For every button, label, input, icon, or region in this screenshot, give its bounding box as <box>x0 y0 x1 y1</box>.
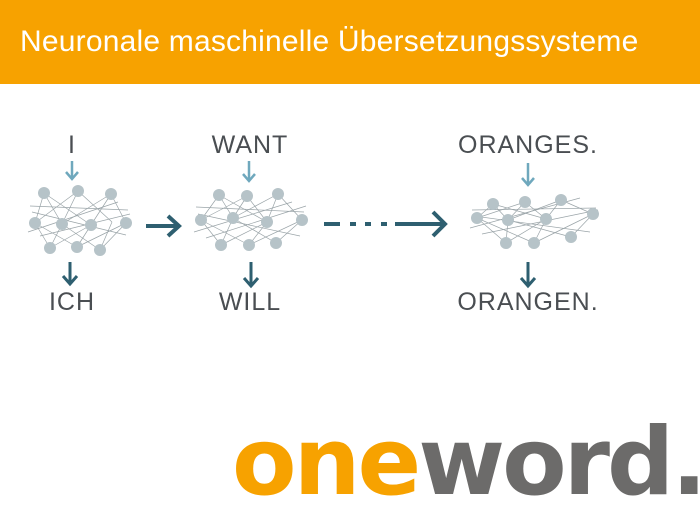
input-arrow-1 <box>65 161 79 181</box>
logo-part-word: word. <box>418 408 700 517</box>
neural-network-1 <box>27 185 132 256</box>
neural-network-2 <box>193 188 308 251</box>
input-arrow-3 <box>521 163 535 187</box>
step-arrow-1 <box>146 214 182 238</box>
input-arrow-2 <box>242 161 256 183</box>
step-arrow-dotted <box>324 210 448 238</box>
output-arrow-3 <box>519 262 537 289</box>
logo-part-one: one <box>232 408 421 517</box>
page-title: Neuronale maschinelle Übersetzungssystem… <box>20 25 639 58</box>
output-arrow-1 <box>61 262 79 287</box>
output-arrow-2 <box>242 262 260 289</box>
source-word-1: I <box>68 131 76 159</box>
neural-network-3 <box>469 194 599 249</box>
oneword-logo: oneword. <box>232 408 700 518</box>
source-word-3: ORANGES. <box>458 131 598 159</box>
target-word-2: WILL <box>218 288 282 316</box>
target-word-3: ORANGEN. <box>457 288 599 316</box>
header-bar: Neuronale maschinelle Übersetzungssystem… <box>0 0 700 84</box>
source-word-2: WANT <box>211 131 289 159</box>
target-word-1: ICH <box>48 288 96 316</box>
